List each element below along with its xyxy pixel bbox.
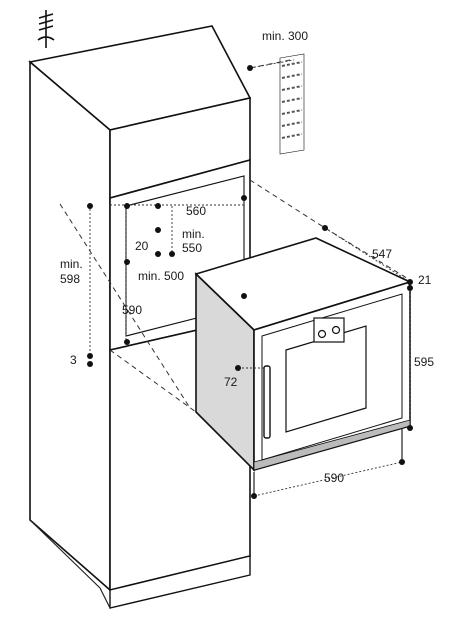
label-595: 595 (414, 355, 434, 369)
earth-ground-symbol-top (37, 10, 55, 48)
label-21: 21 (418, 273, 432, 287)
dimension-lines (89, 59, 411, 498)
rear-wall-hatch (279, 53, 305, 155)
label-590-niche: 590 (122, 303, 142, 317)
label-min-550-line2: 550 (182, 241, 202, 255)
label-min-500: min. 500 (138, 269, 184, 283)
label-72: 72 (224, 375, 238, 389)
label-min-550-line1: min. (182, 227, 205, 241)
measurement-points (87, 65, 413, 499)
label-3: 3 (70, 353, 77, 367)
label-min-300: min. 300 (262, 29, 308, 43)
oven (194, 237, 413, 472)
label-590-oven: 590 (324, 471, 344, 485)
label-min-598-line2: 598 (60, 272, 80, 286)
label-20: 20 (135, 239, 149, 253)
label-560: 560 (186, 204, 206, 218)
dimension-labels: min. 300 560 min. 550 20 min. 500 min. 5… (60, 29, 434, 485)
label-min-598-line1: min. (60, 257, 83, 271)
label-547: 547 (372, 247, 392, 261)
